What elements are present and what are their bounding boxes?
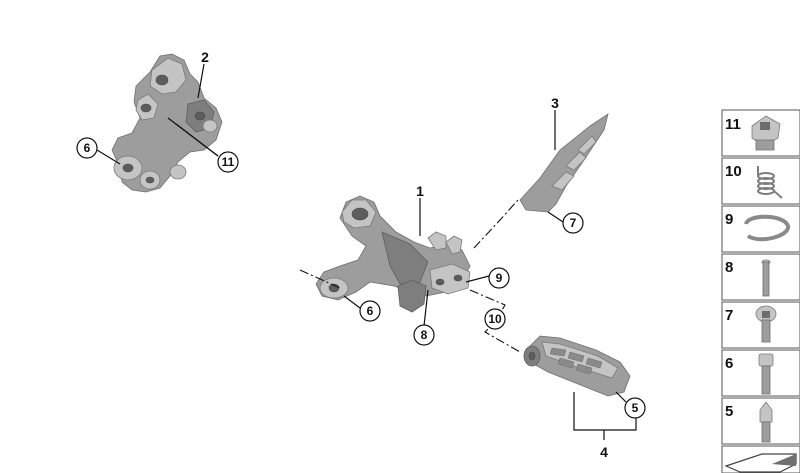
svg-text:9: 9 — [496, 271, 503, 285]
torsion-spring-icon — [757, 166, 783, 199]
leader-4-bracket — [573, 392, 637, 431]
svg-text:6: 6 — [84, 141, 91, 155]
svg-text:10: 10 — [488, 312, 502, 326]
leader-7 — [547, 211, 564, 223]
legend-row-5: 5 — [721, 397, 800, 445]
callout-4: 4 — [600, 444, 608, 460]
callout-3: 3 — [551, 95, 559, 111]
rubber-buffer-bolt-icon — [759, 401, 773, 443]
axis-line-left — [299, 269, 341, 289]
footrest-plate-assembly — [111, 53, 223, 193]
callout-2: 2 — [201, 49, 209, 65]
footpeg — [523, 335, 631, 397]
svg-text:5: 5 — [725, 403, 733, 420]
callout-9: 9 — [488, 267, 510, 289]
legend-column: 11 10 9 — [721, 109, 800, 473]
callout-1: 1 — [416, 183, 424, 199]
leader-6-main — [343, 295, 361, 309]
svg-text:8: 8 — [725, 259, 733, 276]
leader-11b — [167, 117, 219, 157]
axis-line-upper — [473, 199, 519, 249]
legend-row-10: 10 — [721, 157, 800, 205]
callout-7: 7 — [562, 212, 584, 234]
callout-6-top: 6 — [76, 137, 98, 159]
legend-row-7: 7 — [721, 301, 800, 349]
svg-text:11: 11 — [725, 116, 741, 133]
svg-text:10: 10 — [725, 163, 742, 180]
svg-text:9: 9 — [725, 211, 733, 228]
leader-6-top — [96, 149, 121, 165]
leader-5 — [615, 391, 627, 403]
pin-icon — [761, 259, 771, 297]
legend-row-8: 8 — [721, 253, 800, 301]
legend-row-arrow — [721, 445, 800, 473]
callout-11: 11 — [217, 151, 239, 173]
svg-text:8: 8 — [421, 328, 428, 342]
svg-text:7: 7 — [570, 216, 577, 230]
callout-8: 8 — [413, 324, 435, 346]
svg-text:6: 6 — [367, 304, 374, 318]
leader-2 — [197, 63, 205, 99]
cylinder-screw-icon — [758, 353, 774, 395]
svg-text:11: 11 — [222, 155, 235, 169]
footrest-bracket — [315, 195, 471, 313]
leader-8 — [423, 289, 429, 327]
legend-row-11: 11 — [721, 109, 800, 157]
callout-5: 5 — [624, 397, 646, 419]
heel-guard — [519, 113, 609, 213]
hex-socket-screw-icon — [755, 305, 777, 343]
legend-row-9: 9 — [721, 205, 800, 253]
circlip-icon — [744, 214, 790, 242]
legend-row-6: 6 — [721, 349, 800, 397]
svg-text:6: 6 — [725, 355, 733, 372]
leader-9 — [465, 275, 490, 283]
svg-text:7: 7 — [725, 307, 733, 324]
callout-10: 10 — [484, 308, 506, 330]
callout-6-main: 6 — [359, 300, 381, 322]
svg-text:5: 5 — [632, 401, 639, 415]
adjusting-nut-icon — [751, 115, 781, 151]
